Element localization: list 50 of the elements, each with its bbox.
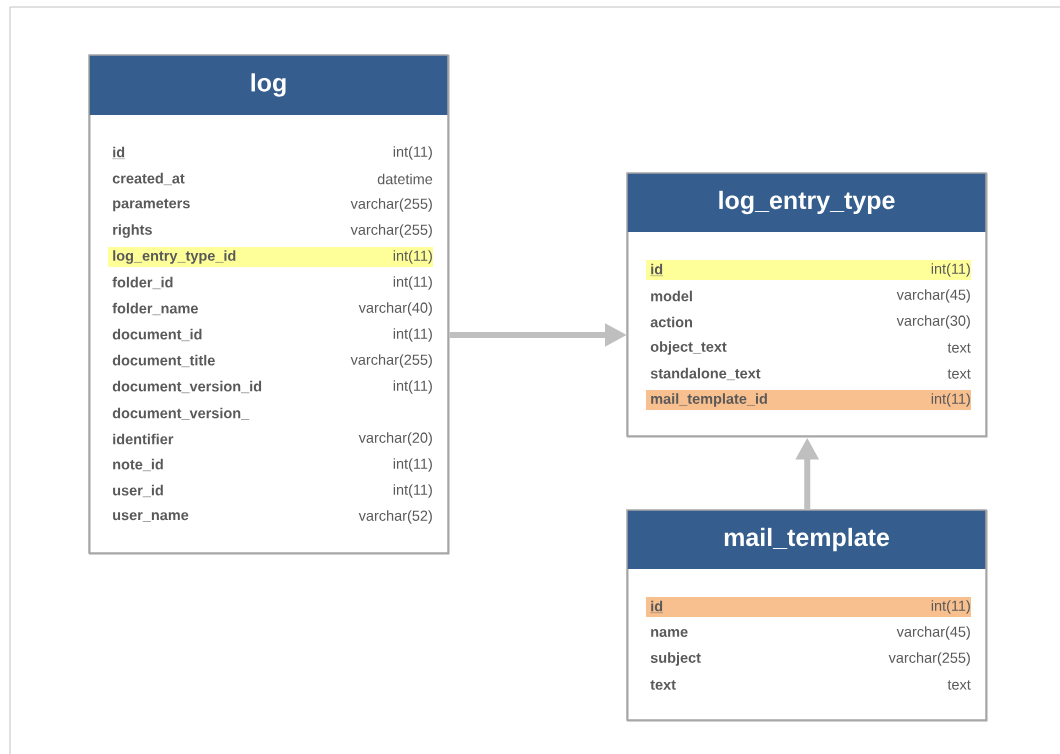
column-name: id — [650, 600, 664, 613]
column-name: folder_id — [112, 276, 173, 290]
column-type: int(11) — [393, 276, 432, 290]
column-type: varchar(45) — [896, 289, 970, 303]
column-type: varchar(20) — [358, 432, 432, 446]
column-name: note_id — [113, 458, 163, 472]
column-type: int(11) — [393, 328, 432, 342]
column-type: text — [947, 343, 971, 353]
column-name: parameters — [113, 198, 190, 212]
column-name: mail_template_id — [651, 393, 767, 407]
column-name: name — [651, 629, 688, 637]
column-type: int(11) — [393, 484, 432, 498]
column-type: text — [947, 369, 971, 379]
table-title: mail_template — [724, 527, 889, 552]
column-type: int(11) — [393, 458, 432, 472]
column-type: varchar(255) — [888, 652, 970, 666]
column-type: int(11) — [931, 600, 970, 614]
column-name: user_name — [113, 512, 189, 522]
table-title: log_entry_type — [719, 190, 895, 215]
column-name: object_text — [650, 341, 727, 355]
column-name: id — [650, 263, 664, 276]
column-name: document_title — [112, 354, 215, 368]
column-type: varchar(52) — [358, 510, 432, 524]
column-type: varchar(30) — [896, 315, 970, 329]
column-type: int(11) — [393, 250, 432, 264]
column-name: rights — [113, 224, 152, 238]
column-name: document_version_id — [112, 380, 262, 394]
column-name: log_entry_type_id — [113, 250, 236, 264]
column-name: folder_name — [112, 302, 198, 316]
column-type: varchar(255) — [350, 198, 432, 212]
column-name: model — [651, 290, 692, 302]
column-name: document_id — [112, 328, 202, 342]
column-name: subject — [650, 652, 701, 666]
column-type: int(11) — [931, 393, 970, 407]
column-name: action — [650, 316, 692, 328]
column-name: id — [112, 146, 126, 159]
column-type: varchar(45) — [896, 626, 970, 640]
column-name: created_at — [112, 172, 185, 186]
column-type: int(11) — [393, 146, 432, 160]
column-type: int(11) — [931, 263, 970, 277]
column-type: int(11) — [393, 380, 432, 394]
column-type: varchar(255) — [350, 224, 432, 238]
column-type: varchar(40) — [358, 302, 432, 316]
column-type: varchar(255) — [350, 354, 432, 368]
column-type: datetime — [377, 173, 433, 185]
table-title: log — [251, 73, 286, 97]
column-name: user_id — [113, 484, 163, 498]
column-name: text — [650, 680, 676, 690]
column-type: text — [947, 680, 971, 690]
column-name: standalone_text — [650, 367, 761, 381]
